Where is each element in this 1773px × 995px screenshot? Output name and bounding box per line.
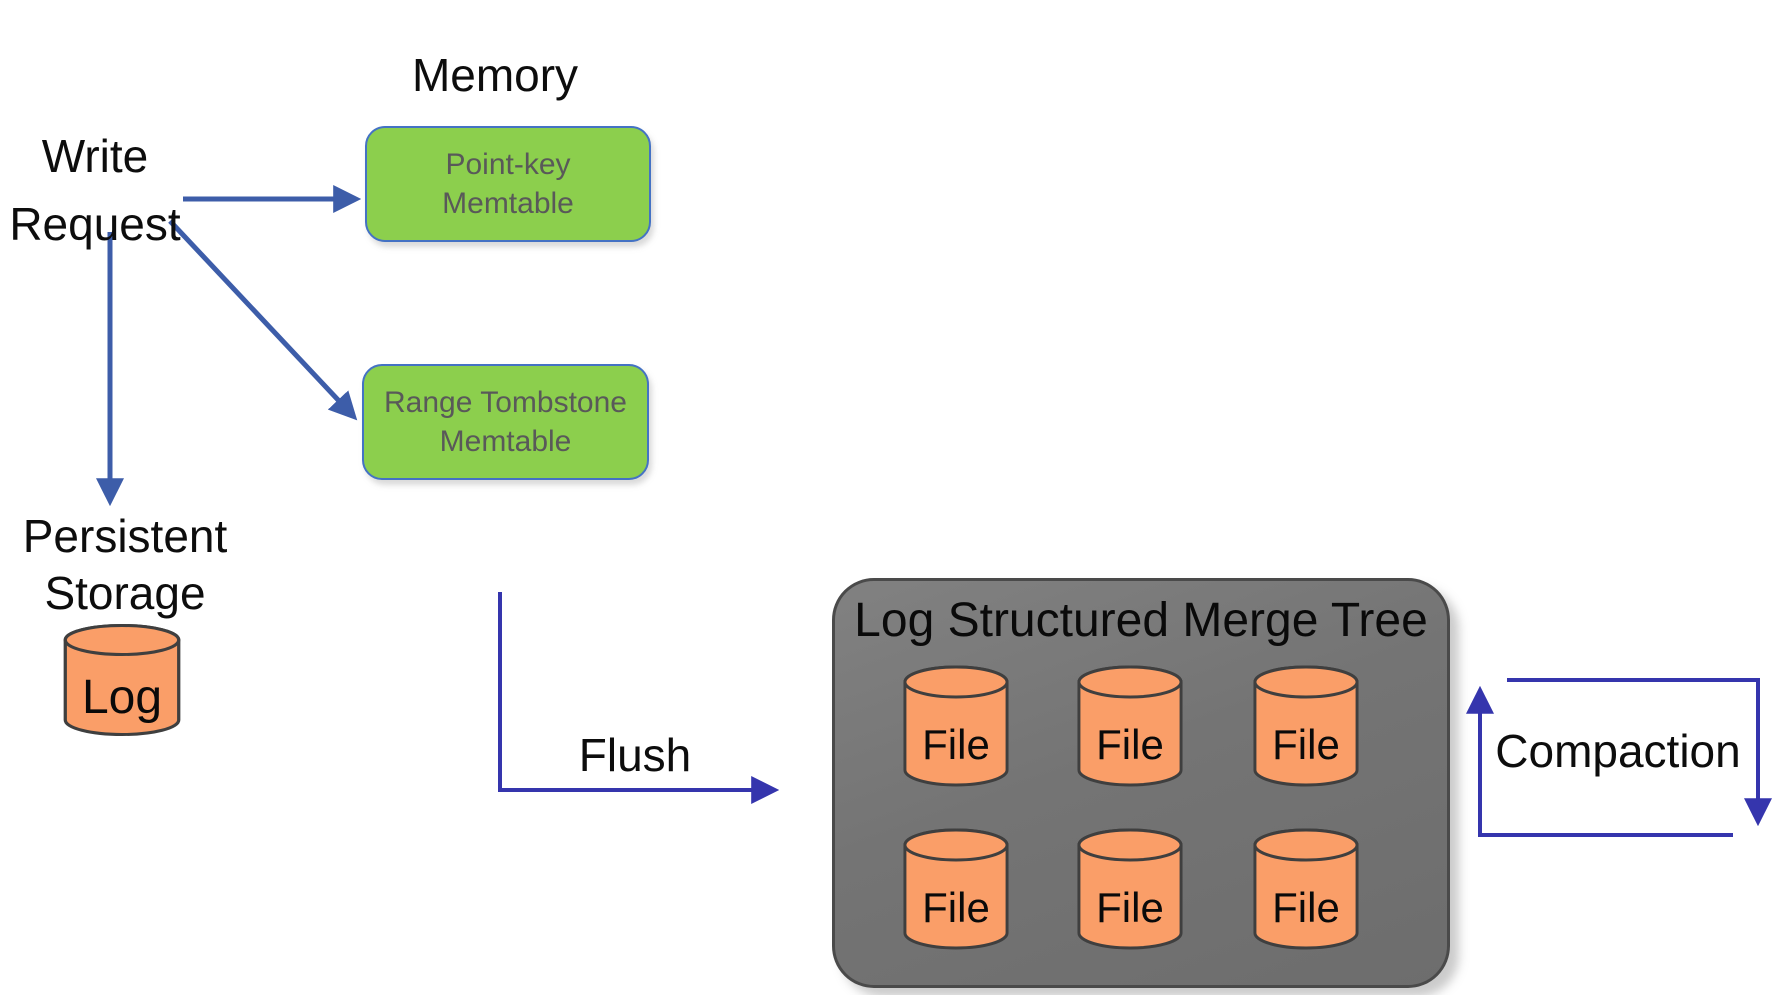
file-cylinder-5: File: [1076, 827, 1184, 951]
file-cylinder-4: File: [902, 827, 1010, 951]
file-cylinder-6: File: [1252, 827, 1360, 951]
file-cylinder-2: File: [1076, 664, 1184, 788]
cylinder-shape-icon: [1077, 828, 1183, 950]
cylinder-shape-icon: [903, 665, 1009, 787]
flush-label: Flush: [578, 729, 692, 781]
write-request-line1: Write: [41, 130, 149, 182]
write-request-line2: Request: [9, 198, 181, 250]
file-cylinder-3: File: [1252, 664, 1360, 788]
file-cylinder-label: File: [1272, 883, 1340, 931]
log-cylinder-label: Log: [81, 670, 163, 724]
cylinder-shape-icon: [63, 624, 181, 736]
file-cylinder-1: File: [902, 664, 1010, 788]
pointkey-memtable-line2: Memtable: [442, 187, 574, 220]
compaction-label: Compaction: [1495, 725, 1741, 777]
log-cylinder: Log: [62, 623, 182, 737]
rangetombstone-memtable-box: Range Tombstone Memtable: [362, 364, 649, 480]
memory-heading: Memory: [411, 49, 579, 101]
rangetombstone-memtable-line2: Memtable: [439, 425, 572, 458]
persistent-storage-line1: Persistent: [22, 510, 228, 562]
lsm-tree-title: Log Structured Merge Tree: [854, 594, 1428, 647]
file-cylinder-label: File: [922, 883, 990, 931]
file-cylinder-label: File: [1272, 720, 1340, 768]
write-to-rangetombstone-arrow: [168, 219, 358, 421]
cylinder-shape-icon: [903, 828, 1009, 950]
cylinder-shape-icon: [1077, 665, 1183, 787]
persistent-storage-line2: Storage: [44, 567, 206, 619]
rangetombstone-memtable-line1: Range Tombstone: [384, 386, 627, 419]
pointkey-memtable-line1: Point-key: [445, 148, 571, 181]
file-cylinder-label: File: [922, 720, 990, 768]
file-cylinder-label: File: [1096, 883, 1164, 931]
file-cylinder-label: File: [1096, 720, 1164, 768]
cylinder-shape-icon: [1253, 828, 1359, 950]
cylinder-shape-icon: [1253, 665, 1359, 787]
pointkey-memtable-box: Point-key Memtable: [365, 126, 651, 242]
